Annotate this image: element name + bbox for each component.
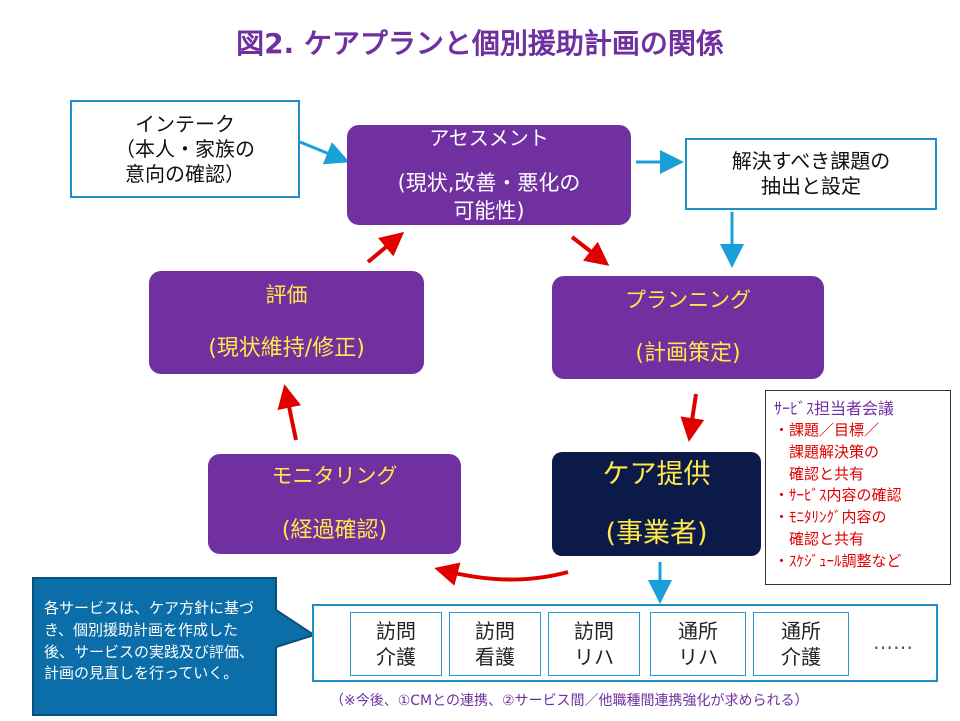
care-provision-detail: (事業者): [605, 517, 708, 549]
service-label: 訪問 介護: [376, 619, 416, 669]
arrow-monitoring-to-evaluation: [277, 384, 302, 441]
service-meeting-item: ・ﾓﾆﾀﾘﾝｸﾞ内容の 確認と共有: [774, 508, 887, 548]
evaluation-detail: (現状維持/修正): [208, 336, 365, 362]
arrow-assessment-to-planning: [570, 235, 610, 266]
monitoring-title: モニタリング: [271, 464, 398, 489]
issue-extraction-text: 解決すべき課題の 抽出と設定: [731, 149, 891, 198]
service-day-rehab: 通所 リハ: [650, 612, 746, 676]
footnote: （※今後、①CMとの連携、②サービス間／他職種間連携強化が求められる）: [330, 693, 809, 709]
arrow-provision-to-monitoring: [434, 562, 569, 586]
assessment-detail: (現状,改善・悪化の 可能性): [397, 171, 581, 223]
intake-text: インテーク （本人・家族の 意向の確認）: [115, 111, 255, 186]
service-label: 通所 介護: [781, 619, 821, 669]
service-label: 訪問 リハ: [574, 619, 614, 669]
service-label: 通所 リハ: [678, 619, 718, 669]
service-home-care: 訪問 介護: [350, 612, 442, 676]
evaluation-box: 評価 (現状維持/修正): [149, 271, 424, 374]
evaluation-title: 評価: [265, 282, 308, 307]
care-provision-title: ケア提供: [602, 459, 711, 491]
arrow-planning-to-provision: [680, 393, 705, 442]
service-meeting-item: ・ｻｰﾋﾞｽ内容の確認: [774, 486, 902, 505]
service-meeting-heading: ｻｰﾋﾞｽ担当者会議: [774, 399, 895, 418]
assessment-box: アセスメント (現状,改善・悪化の 可能性): [347, 125, 631, 225]
care-provision-box: ケア提供 (事業者): [552, 452, 761, 556]
monitoring-box: モニタリング (経過確認): [208, 454, 461, 554]
service-home-nursing: 訪問 看護: [449, 612, 541, 676]
service-meeting-note: ｻｰﾋﾞｽ担当者会議 ・課題／目標／ 課題解決策の 確認と共有 ・ｻｰﾋﾞｽ内容…: [765, 390, 951, 585]
arrow-evaluation-to-assessment: [366, 231, 405, 264]
planning-title: プランニング: [625, 287, 751, 312]
intake-box: インテーク （本人・家族の 意向の確認）: [70, 100, 300, 198]
callout-bubble: [32, 577, 317, 716]
services-more: ……: [873, 630, 913, 654]
service-meeting-item: ・ｽｹｼﾞｭｰﾙ調整など: [774, 551, 902, 570]
planning-detail: (計画策定): [635, 341, 741, 367]
callout-text: 各サービスは、ケア方針に基づ き、個別援助計画を作成した 後、サービスの実践及び…: [44, 599, 255, 683]
service-day-care: 通所 介護: [753, 612, 849, 676]
arrow-intake-to-assessment: [299, 140, 350, 165]
monitoring-detail: (経過確認): [281, 517, 388, 543]
page-title: 図2. ケアプランと個別援助計画の関係: [236, 27, 724, 60]
service-label: 訪問 看護: [475, 619, 515, 669]
service-meeting-item: ・課題／目標／ 課題解決策の 確認と共有: [774, 421, 880, 483]
issue-extraction-box: 解決すべき課題の 抽出と設定: [685, 138, 937, 210]
service-home-rehab: 訪問 リハ: [548, 612, 640, 676]
planning-box: プランニング (計画策定): [552, 276, 824, 379]
assessment-title: アセスメント: [429, 126, 549, 151]
